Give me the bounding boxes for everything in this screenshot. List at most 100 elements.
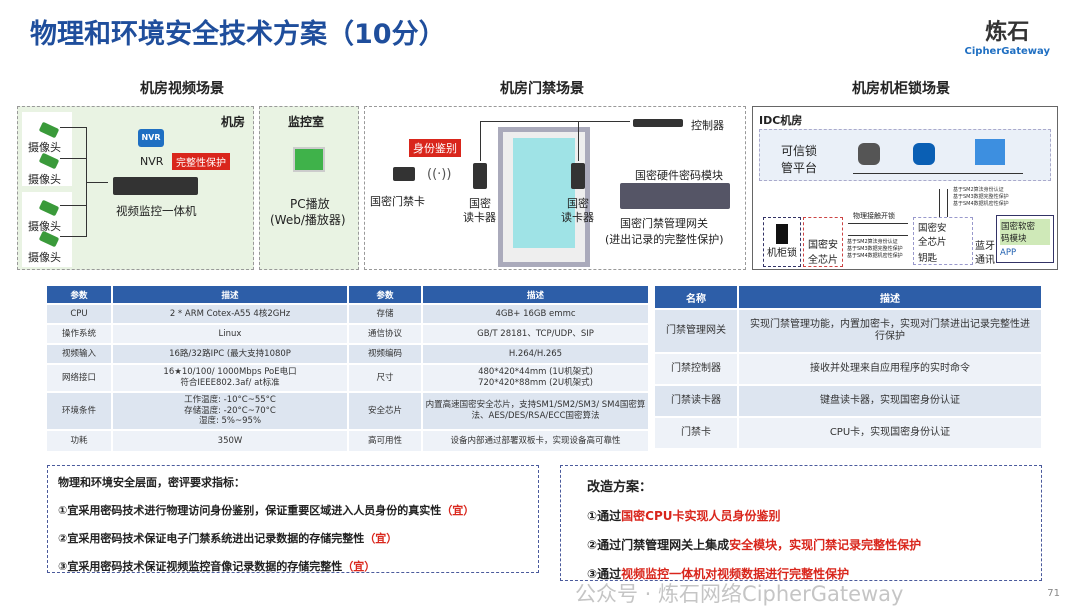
camera-label: 摄像头 [28, 251, 61, 264]
gateway-label: 国密门禁管理网关 [620, 217, 708, 230]
table-cell: 16路/32路IPC (最大支持1080P [113, 345, 347, 363]
section-door-title: 机房门禁场景 [500, 81, 584, 97]
col-header: 描述 [423, 286, 648, 303]
room-label: 机房 [220, 115, 245, 129]
controller-icon [633, 119, 683, 127]
requirement-item: ②宜采用密码技术保证电子门禁系统进出记录数据的存储完整性 [58, 532, 365, 545]
platform-label: 可信锁 [781, 144, 818, 158]
requirements-box: 物理和环境安全层面，密评要求指标： ①宜采用密码技术进行物理访问身份鉴别，保证重… [47, 465, 539, 573]
table-cell: 4GB+ 16GB emmc [423, 305, 648, 323]
reader-label: 读卡器 [561, 211, 594, 224]
table-cell: CPU [47, 305, 111, 323]
app-label: APP [1000, 248, 1017, 258]
lock-label: 机柜锁 [767, 248, 797, 259]
door-icon [498, 127, 590, 267]
wireless-icon: ((·)) [427, 167, 452, 182]
card-icon [393, 167, 415, 181]
component-table: 名称描述 门禁管理网关实现门禁管理功能，内置加密卡，实现对门禁进出记录完整性进行… [653, 284, 1043, 450]
pc-label-2: (Web/播放器) [270, 213, 346, 227]
monitor-room-label: 监控室 [288, 115, 325, 129]
cabinet-panel: IDC机房 可信锁 管平台 基于SM2算法身份认证 基于SM3数据完整性保护 基… [752, 106, 1058, 270]
door-panel: 身份鉴别 ((·)) 国密门禁卡 国密 读卡器 国密 读卡器 控制器 国密硬件密… [364, 106, 746, 270]
chip-label: 国密安 [808, 240, 838, 251]
col-header: 描述 [113, 286, 347, 303]
auth-line: 基于SM4数据机密性保护 [953, 201, 1009, 207]
cabinet-lock: 机柜锁 [763, 217, 801, 267]
table-cell: 门禁管理网关 [655, 310, 737, 352]
requirement-tag: （宜） [364, 532, 398, 545]
database-icon [858, 143, 880, 165]
key-label: 钥匙 [918, 253, 938, 264]
table-cell: Linux [113, 325, 347, 343]
nvr-label: NVR [140, 155, 164, 168]
table-cell: 网络接口 [47, 365, 111, 391]
section-cabinet-title: 机房机柜锁场景 [852, 81, 950, 97]
table-cell: 门禁读卡器 [655, 386, 737, 416]
plan-heading: 改造方案： [587, 480, 653, 495]
contact-label: 物理接触开锁 [853, 212, 895, 220]
controller-label: 控制器 [691, 119, 724, 132]
table-row: 门禁读卡器键盘读卡器，实现国密身份认证 [655, 386, 1041, 416]
requirement-tag: （宜） [441, 504, 475, 517]
table-cell: CPU卡，实现国密身份认证 [739, 418, 1041, 448]
table-cell: 设备内部通过部署双板卡，实现设备高可靠性 [423, 431, 648, 451]
pc-monitor-icon [293, 147, 325, 172]
table-cell: 内置高速国密安全芯片，支持SM1/SM2/SM3/ SM4国密算法、AES/DE… [423, 393, 648, 429]
requirement-tag: （宜） [342, 560, 376, 573]
watermark: 公众号 · 炼石网络CipherGateway [575, 582, 904, 606]
key-chip-label-2: 全芯片 [918, 237, 947, 248]
pc-label: PC播放 [290, 197, 330, 211]
key-chip-label: 国密安 [918, 223, 947, 234]
integrity-badge: 完整性保护 [172, 153, 230, 170]
lock-icon [776, 224, 788, 244]
col-header: 参数 [349, 286, 421, 303]
table-cell: 工作温度: -10°C~55°C 存储温度: -20°C~70°C 湿度: 5%… [113, 393, 347, 429]
hsm-label: 国密硬件密码模块 [635, 169, 723, 182]
gateway-icon [620, 183, 730, 209]
camera-label: 摄像头 [28, 173, 61, 186]
nvr-icon: NVR [138, 129, 164, 147]
table-row: 门禁控制器接收并处理来自应用程序的实时命令 [655, 354, 1041, 384]
requirement-item: ①宜采用密码技术进行物理访问身份鉴别，保证重要区域进入人员身份的真实性 [58, 504, 442, 517]
chip-label-2: 全芯片 [808, 255, 838, 266]
key-device: 国密安全芯片 钥匙 [913, 217, 973, 265]
plan-item-highlight: 国密CPU卡实现人员身份鉴别 [621, 509, 781, 523]
reader-icon [571, 163, 585, 189]
table-cell: 视频输入 [47, 345, 111, 363]
reader-label: 国密 [469, 197, 491, 210]
section-video-title: 机房视频场景 [140, 81, 224, 97]
table-cell: 视频编码 [349, 345, 421, 363]
plan-box: 改造方案： ①通过国密CPU卡实现人员身份鉴别 ②通过门禁管理网关上集成安全模块… [560, 465, 1042, 581]
table-cell: 功耗 [47, 431, 111, 451]
gateway-sub-label: (进出记录的完整性保护) [605, 233, 724, 246]
nvr-device-icon [113, 177, 198, 195]
table-cell: 2 * ARM Cotex-A55 4核2GHz [113, 305, 347, 323]
logo-en: CipherGateway [964, 46, 1050, 57]
plan-item-highlight: 视频监控一体机对视频数据进行完整性保护 [621, 567, 850, 581]
logo-cn: 炼石 [985, 20, 1030, 45]
table-cell: 操作系统 [47, 325, 111, 343]
reader-label: 国密 [567, 197, 589, 210]
table-row: 门禁管理网关实现门禁管理功能，内置加密卡，实现对门禁进出记录完整性进行保护 [655, 310, 1041, 352]
page-number: 71 [1047, 588, 1060, 599]
camera-label: 摄像头 [28, 220, 61, 233]
auth-line: 基于SM3数据完整性保护 [953, 194, 1009, 200]
col-header: 参数 [47, 286, 111, 303]
plan-item: ①通过 [587, 509, 622, 523]
table-cell: 高可用性 [349, 431, 421, 451]
card-label: 国密门禁卡 [370, 195, 425, 208]
table-cell: H.264/H.265 [423, 345, 648, 363]
table-cell: 门禁卡 [655, 418, 737, 448]
auth-badge: 身份鉴别 [409, 139, 461, 157]
table-cell: 480*420*44mm (1U机架式) 720*420*88mm (2U机架式… [423, 365, 648, 391]
requirements-heading: 物理和环境安全层面，密评要求指标： [58, 476, 245, 489]
video-room-panel: 机房 摄像头 摄像头 摄像头 摄像头 NVR NVR 完整性保护 视频监控一体机 [17, 106, 254, 270]
bluetooth-label-2: 通讯 [975, 255, 995, 266]
camera-label: 摄像头 [28, 141, 61, 154]
auth-line: 基于SM3数据完整性保护 [847, 246, 903, 252]
reader-label: 读卡器 [463, 211, 496, 224]
table-cell: 实现门禁管理功能，内置加密卡，实现对门禁进出记录完整性进行保护 [739, 310, 1041, 352]
